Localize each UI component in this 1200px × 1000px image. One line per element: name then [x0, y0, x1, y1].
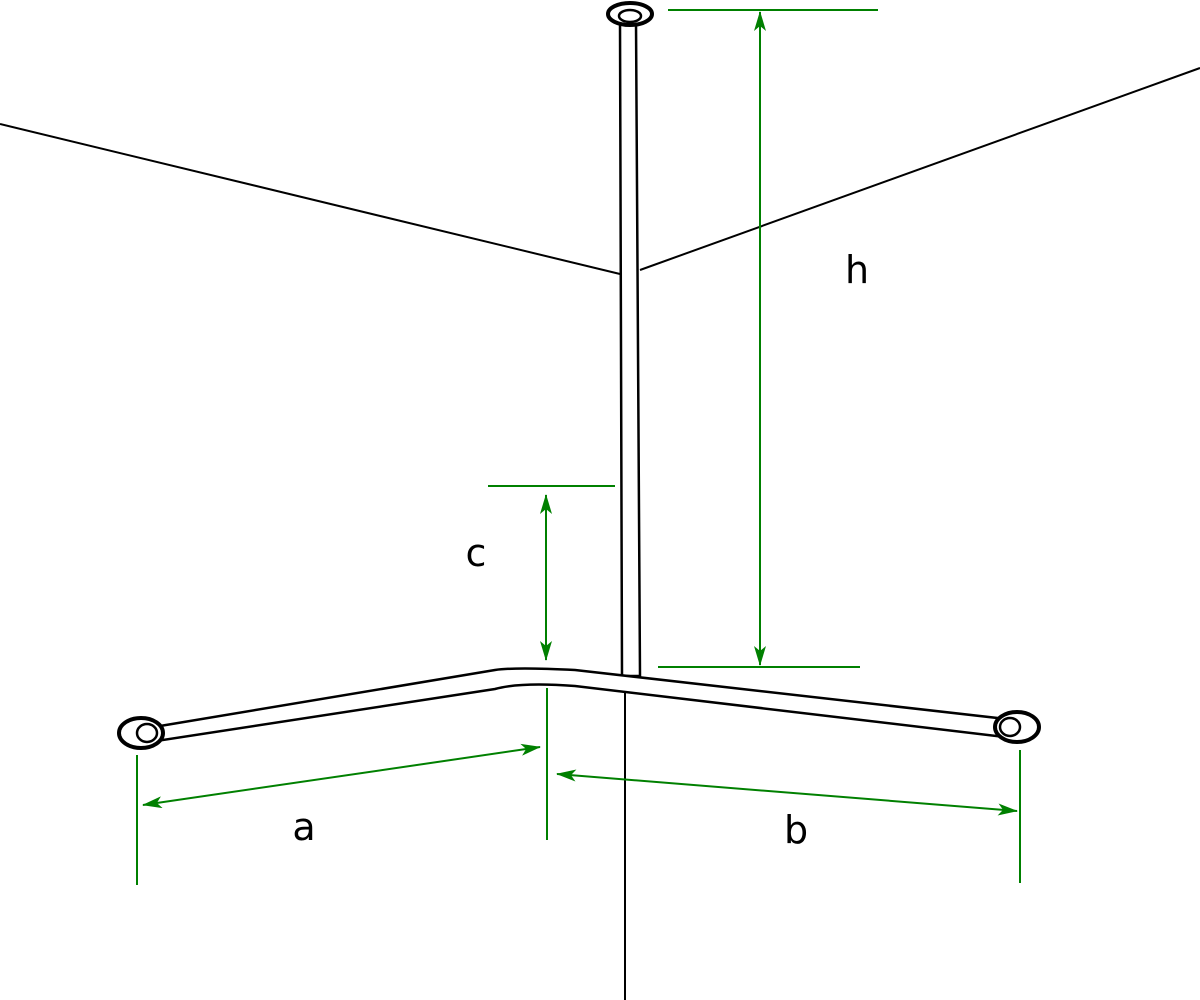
- ceiling-support-rod: [606, 1, 654, 678]
- right-wall-ceiling-edge: [639, 67, 1200, 271]
- dimension-label-a: a: [292, 805, 315, 849]
- support-rod-body: [618, 17, 642, 678]
- dimension-lines: [136, 9, 1021, 885]
- b-dimension-arrow: [556, 769, 1018, 816]
- dimension-label-c: c: [466, 531, 487, 575]
- right-flange-inner: [998, 716, 1022, 738]
- dimension-label-h: h: [845, 248, 869, 292]
- corner-shower-rail: [117, 667, 1041, 750]
- left-flange-inner: [135, 722, 159, 744]
- room-edges: [0, 67, 1200, 1000]
- left-wall-flange: [117, 716, 165, 750]
- right-wall-flange: [993, 710, 1041, 744]
- a-dimension-arrow: [142, 743, 541, 809]
- left-wall-ceiling-edge: [0, 123, 621, 275]
- ceiling-mount-inner: [617, 8, 643, 24]
- rail-body: [146, 667, 1017, 744]
- dimension-label-b: b: [784, 808, 808, 852]
